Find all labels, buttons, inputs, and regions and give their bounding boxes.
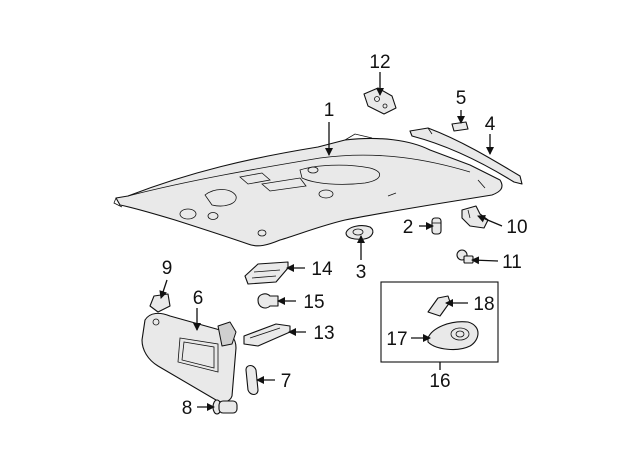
callout-2: 2	[403, 217, 414, 238]
callout-5: 5	[456, 88, 467, 109]
leader-9	[159, 279, 168, 299]
callout-9: 9	[162, 258, 173, 279]
callout-7: 7	[281, 371, 292, 392]
callout-15: 15	[303, 292, 324, 313]
lens-part-14	[244, 261, 289, 285]
screw-part-11	[456, 249, 474, 264]
pad-part-7	[245, 364, 259, 396]
leader-lines	[159, 72, 503, 411]
clip-part-3	[345, 225, 374, 240]
pin-part-2	[431, 217, 442, 235]
clip-part-5	[451, 121, 469, 132]
callout-10: 10	[506, 217, 527, 238]
callout-11: 11	[502, 252, 522, 273]
callout-12: 12	[369, 52, 390, 73]
plate-part-13	[243, 323, 291, 347]
callout-1: 1	[324, 100, 335, 121]
callout-labels: 1 12 5 4 2 3 10 11 14 15 9 6 13 7 8 18 1…	[162, 52, 528, 419]
callout-14: 14	[311, 259, 333, 280]
callout-18: 18	[473, 294, 494, 315]
callout-6: 6	[193, 288, 204, 309]
leader-10	[477, 215, 503, 227]
kit-box-16	[380, 281, 499, 363]
leader-11	[471, 256, 499, 265]
callout-8: 8	[182, 398, 193, 419]
cover-part-9	[149, 293, 171, 313]
callout-13: 13	[313, 323, 334, 344]
hook-part-10	[461, 205, 489, 229]
callout-4: 4	[485, 114, 496, 135]
sun-visor-part-6	[141, 312, 237, 403]
pin-part-8	[212, 399, 238, 415]
bulb-part-15	[257, 293, 279, 309]
callout-3: 3	[356, 262, 367, 283]
headliner-part	[113, 133, 503, 247]
callout-16: 16	[429, 371, 450, 392]
roof-trim-part-4	[409, 127, 523, 185]
callout-17: 17	[386, 329, 407, 350]
